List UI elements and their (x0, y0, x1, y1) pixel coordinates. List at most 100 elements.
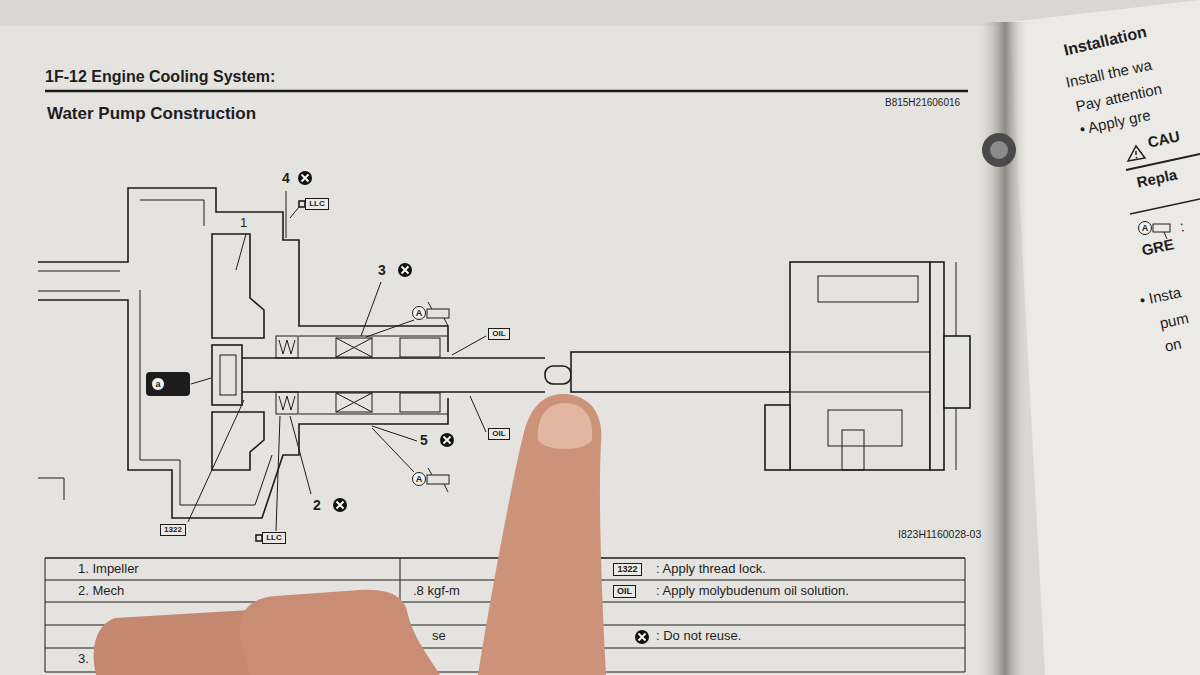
oil-tag: OIL (488, 328, 510, 340)
bushing (400, 338, 440, 357)
seal-spring (279, 340, 295, 410)
impeller-hub (212, 345, 242, 405)
oil-seal-cross (336, 338, 372, 412)
coolant-tag: LLC (262, 532, 286, 544)
caution-rule (1130, 199, 1200, 214)
table-cell: se (432, 629, 446, 644)
do-not-reuse-mark (337, 502, 344, 509)
shaft-tip (545, 366, 571, 384)
body-text: • Insta (1138, 283, 1183, 309)
leader-line (290, 416, 311, 494)
drive-gear (930, 262, 944, 470)
do-not-reuse-mark (398, 263, 412, 277)
left-page (0, 26, 1000, 675)
symbol-text: LLC (266, 534, 282, 542)
leader-line (470, 396, 486, 432)
callout-number: 5 (420, 432, 428, 448)
leader-line (236, 234, 246, 270)
section-heading: Installation (1062, 23, 1148, 60)
caution-heading: CAU (1146, 127, 1181, 151)
impeller (212, 412, 264, 470)
leader-line (366, 320, 414, 337)
grease-gun (427, 475, 449, 484)
symbol-text: A (416, 309, 423, 318)
oil-tag: OIL (613, 585, 636, 598)
housing-detail (38, 478, 64, 500)
impeller-bolt (220, 355, 236, 395)
torque-symbol: a (151, 377, 165, 391)
leader-line (191, 378, 211, 384)
do-not-reuse-mark (635, 630, 649, 644)
do-not-reuse-mark (398, 263, 412, 277)
do-not-reuse-mark (639, 634, 646, 641)
leader-line (286, 191, 287, 238)
table-cell: 2. Mech (78, 584, 124, 599)
inlet-pipe (38, 271, 120, 291)
table-cell: 3. (78, 652, 89, 667)
gutter-shadow (975, 22, 1030, 675)
bushing (400, 393, 440, 412)
leader-line (361, 282, 381, 336)
table-cell: : Do not reuse. (656, 629, 741, 644)
grease-gun (427, 309, 449, 318)
drive-housing (790, 262, 930, 470)
binding-ring (990, 141, 1008, 159)
housing-boss (765, 405, 790, 470)
header-rule (45, 90, 968, 93)
do-not-reuse-mark (333, 498, 347, 512)
oil-tag: OIL (488, 428, 510, 440)
leader-line (372, 428, 414, 472)
binding-ring (982, 133, 1016, 167)
symbol-text: 1322 (617, 565, 637, 574)
grease-symbol: A (412, 472, 426, 486)
table-cell: .8 kgf-m (413, 584, 460, 599)
finger (478, 394, 606, 675)
finger (94, 610, 265, 675)
grease-gun (428, 468, 448, 492)
symbol-text: A (416, 475, 423, 484)
finger (239, 590, 440, 675)
warning-triangle (1135, 151, 1137, 155)
figure-code: B815H21606016 (885, 97, 960, 109)
grease-gun (1153, 224, 1170, 232)
impeller (212, 234, 264, 338)
warning-triangle (1136, 157, 1138, 159)
bolt (842, 430, 864, 470)
symbol-text: LLC (309, 200, 325, 208)
do-not-reuse-mark (298, 171, 312, 185)
pump-shaft (242, 358, 545, 392)
callout-number: 1 (240, 216, 247, 231)
callout-number: 4 (282, 170, 290, 186)
fingernail (538, 403, 592, 449)
body-text: : (1178, 217, 1186, 235)
symbol-text: 1322 (164, 526, 182, 534)
table-cell: 1. Impeller (78, 562, 139, 577)
pump-housing (38, 188, 448, 352)
housing-rib (818, 276, 918, 302)
callout-number: 3 (378, 262, 386, 278)
gear-teeth (956, 262, 957, 470)
housing-rib (828, 410, 902, 446)
warning-triangle (1128, 146, 1145, 161)
symbol-text: a (155, 380, 160, 389)
do-not-reuse-mark (440, 433, 454, 447)
symbol-text: A (1142, 224, 1149, 233)
grease-symbol: A (412, 306, 426, 320)
do-not-reuse-mark (402, 267, 409, 274)
symbol-text: OIL (492, 430, 505, 438)
torque-wrench (146, 372, 190, 396)
table-cell: : Apply molybudenum oil solution. (656, 584, 849, 599)
do-not-reuse-mark (635, 630, 649, 644)
grease-symbol: A (1138, 221, 1152, 235)
page-header: 1F-12 Engine Cooling System: (45, 68, 275, 86)
gear-hub (944, 336, 970, 408)
do-not-reuse-mark (444, 437, 451, 444)
callout-number: 2 (313, 497, 321, 513)
grease-gun (428, 302, 448, 326)
do-not-reuse-mark (302, 175, 309, 182)
drive-shaft (790, 352, 930, 392)
table-cell: : Apply thread lock. (656, 562, 766, 577)
